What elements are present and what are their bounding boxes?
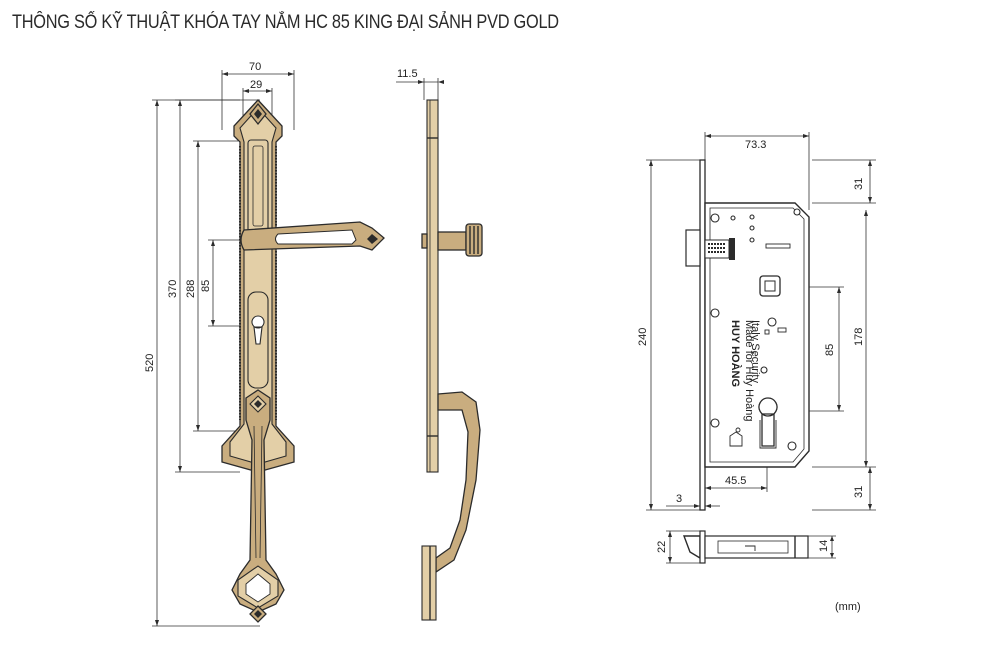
dim-label: 22 bbox=[656, 541, 668, 553]
lock-tagline: Italy Security bbox=[749, 320, 761, 383]
dim-label: 288 bbox=[185, 280, 197, 298]
dim-label: 11.5 bbox=[397, 68, 418, 80]
cylinder-cutout bbox=[758, 397, 778, 447]
dim-label: 29 bbox=[250, 79, 262, 91]
dim-label: 31 bbox=[853, 486, 865, 498]
side-handle-base bbox=[421, 545, 437, 621]
bottom-case bbox=[704, 535, 809, 559]
dim-label: 45.5 bbox=[725, 475, 746, 487]
dim-top-offset: 31 bbox=[812, 159, 876, 204]
dim-label: 520 bbox=[144, 354, 156, 372]
lock-body: 73.3 240 31 178 bbox=[637, 132, 876, 511]
dim-bottom-offset: 31 bbox=[812, 467, 876, 511]
dim-lock-width: 73.3 bbox=[704, 132, 810, 210]
dim-lock-height: 240 bbox=[637, 159, 702, 511]
dim-thickness: 11.5 bbox=[396, 68, 444, 100]
unit-label: (mm) bbox=[835, 601, 861, 613]
pull-handle bbox=[231, 389, 285, 623]
front-view: 70 29 520 370 bbox=[144, 61, 385, 627]
dim-label: 370 bbox=[167, 280, 179, 298]
lock-faceplate bbox=[699, 159, 706, 511]
side-view: 11.5 bbox=[396, 68, 483, 621]
keyhole-icon bbox=[251, 315, 265, 345]
lever-handle bbox=[240, 221, 385, 251]
screw-icons bbox=[710, 208, 801, 451]
dim-label: 3 bbox=[676, 493, 682, 505]
page-title: THÔNG SỐ KỸ THUẬT KHÓA TAY NẮM HC 85 KIN… bbox=[12, 12, 559, 33]
dim-label: 85 bbox=[824, 344, 836, 356]
lock-case bbox=[704, 202, 810, 468]
dim-label: 70 bbox=[249, 61, 261, 73]
dim-label: 14 bbox=[818, 540, 830, 552]
dim-bottom-left: 22 bbox=[656, 530, 700, 564]
dim-label: 73.3 bbox=[745, 139, 766, 151]
bottom-view: 22 14 bbox=[656, 530, 836, 564]
lock-brand: HUY HOÀNG bbox=[729, 320, 742, 387]
dim-height-inner: 288 bbox=[185, 140, 238, 432]
side-plate bbox=[426, 99, 439, 473]
dim-label: 31 bbox=[853, 178, 865, 190]
dim-height-plate: 370 bbox=[167, 99, 240, 473]
side-lever bbox=[437, 231, 467, 251]
dim-center-distance: 85 bbox=[770, 286, 844, 412]
dim-label: 240 bbox=[637, 328, 649, 346]
latch-bolt bbox=[685, 229, 701, 267]
dim-plate-height: 178 bbox=[812, 210, 876, 468]
side-pull-handle bbox=[435, 391, 481, 574]
dim-faceplate: 3 bbox=[666, 493, 720, 508]
dim-bottom-right: 14 bbox=[808, 535, 836, 559]
lock-made-in: Made for Huy Hoàng bbox=[743, 320, 755, 422]
dim-label: 85 bbox=[200, 280, 212, 292]
bottom-latch bbox=[682, 535, 701, 560]
dim-label: 178 bbox=[853, 328, 865, 346]
